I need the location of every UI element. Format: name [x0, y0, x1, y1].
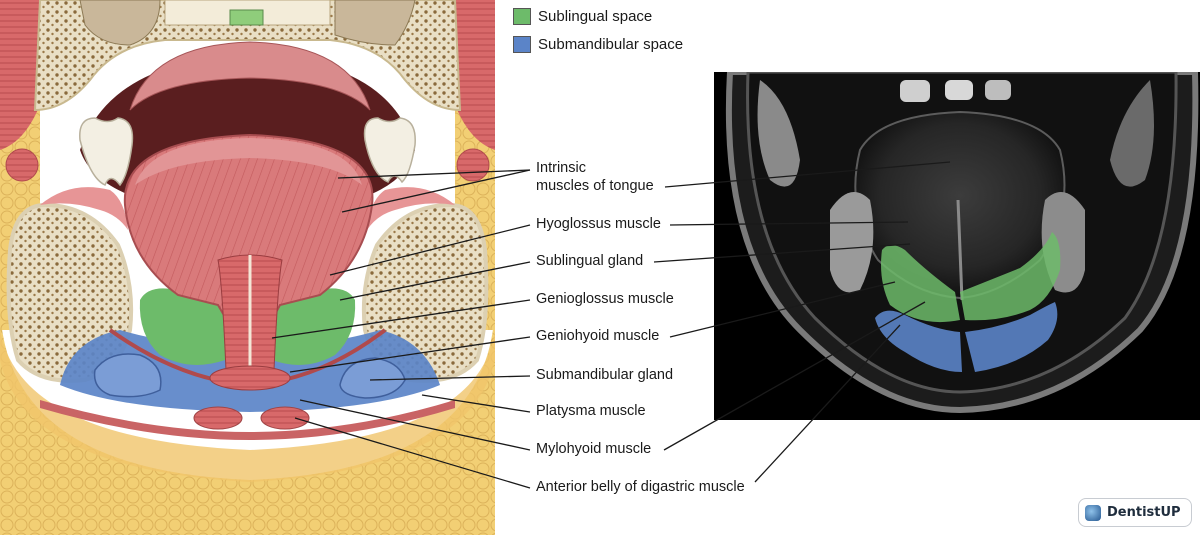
- skin-lower: [0, 330, 495, 482]
- digastric-left: [193, 406, 243, 430]
- label-intrinsic-line2: muscles of tongue: [536, 178, 654, 194]
- tooth-right: [363, 117, 416, 184]
- mri-submandibular-space: [875, 310, 962, 372]
- legend-item-sublingual: Sublingual space: [513, 6, 652, 26]
- label-hyoglossus: Hyoglossus muscle: [536, 216, 661, 232]
- legend-item-submandibular: Submandibular space: [513, 34, 683, 54]
- label-geniohyoid: Geniohyoid muscle: [536, 328, 660, 344]
- brand-logo-icon: [1085, 504, 1101, 521]
- submandibular-gland-left: [93, 353, 162, 398]
- digastric-right: [260, 406, 310, 430]
- platysma: [40, 400, 455, 440]
- mri-panel: [714, 72, 1200, 420]
- brand-text: DentistUP: [1107, 505, 1181, 520]
- label-genioglossus: Genioglossus muscle: [536, 291, 674, 307]
- label-intrinsic-line1: Intrinsic: [536, 160, 586, 176]
- sublingual-space-ill: [139, 288, 225, 365]
- label-digastric: Anterior belly of digastric muscle: [536, 479, 745, 495]
- label-platysma: Platysma muscle: [536, 403, 646, 419]
- anatomy-illustration: [0, 0, 495, 535]
- label-mylohyoid: Mylohyoid muscle: [536, 441, 652, 457]
- label-sublingual-gland: Sublingual gland: [536, 253, 644, 269]
- subcutaneous-fat: [0, 300, 495, 535]
- label-submandibular-gland: Submandibular gland: [536, 367, 674, 383]
- brand-badge[interactable]: DentistUP: [1078, 498, 1192, 527]
- submandibular-swatch: [513, 35, 531, 53]
- tooth-left: [79, 117, 134, 187]
- nasal-cavity: [79, 0, 161, 46]
- palate: [129, 41, 371, 111]
- geniohyoid: [209, 365, 291, 391]
- legend-label-submandibular: Submandibular space: [538, 35, 684, 53]
- sublingual-swatch: [513, 7, 531, 25]
- leader-lines: [271, 161, 951, 489]
- legend-label-sublingual: Sublingual space: [538, 7, 653, 25]
- mri-sublingual-space: [881, 245, 960, 323]
